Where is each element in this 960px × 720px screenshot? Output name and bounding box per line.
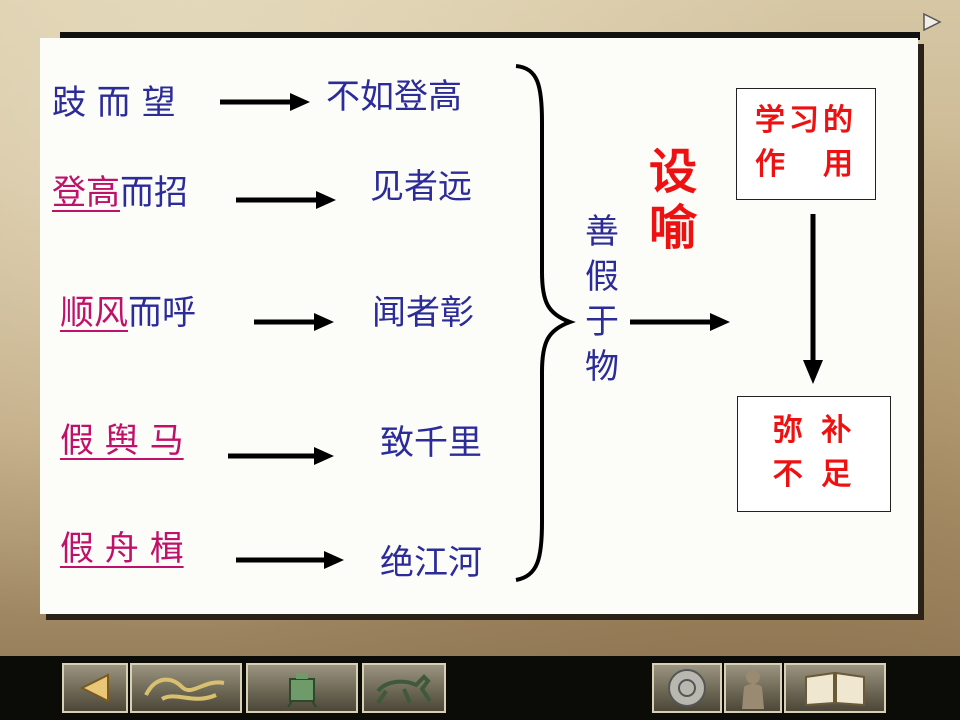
left-item-2-emphasis: 登高	[52, 173, 120, 213]
vessel-button[interactable]	[246, 663, 358, 713]
left-item-4: 假 舆 马	[60, 424, 184, 458]
back-button[interactable]	[62, 663, 128, 713]
left-item-5-emphasis: 假 舟 楫	[60, 529, 184, 569]
book-button[interactable]	[784, 663, 886, 713]
vertical-char-3: 于	[585, 302, 619, 342]
arrow-row-5	[236, 551, 344, 569]
bronze-mirror-icon	[668, 669, 706, 707]
compensate-box: 弥 补 不 足	[737, 396, 891, 512]
arrow-row-4	[228, 447, 334, 465]
purpose-box-line-2: 作 用	[755, 147, 857, 182]
left-item-3: 顺风而呼	[60, 296, 196, 330]
rhetoric-char-2: 喻	[648, 200, 697, 256]
arrow-to-purpose	[630, 313, 730, 331]
right-item-2: 见者远	[370, 167, 472, 207]
back-arrow-icon	[79, 673, 109, 703]
book-icon	[805, 671, 865, 707]
right-item-5: 绝江河	[380, 543, 482, 583]
arrow-down	[803, 214, 823, 384]
warrior-button[interactable]	[724, 663, 782, 713]
dragon-button[interactable]	[130, 663, 242, 713]
rhetoric-char-1: 设	[648, 144, 697, 200]
purpose-box: 学习的 作 用	[736, 88, 876, 200]
compensate-box-line-2: 不 足	[772, 457, 856, 492]
vertical-char-1: 善	[585, 212, 619, 252]
left-item-5: 假 舟 楫	[60, 532, 184, 566]
vertical-label: 善 假 于 物	[580, 210, 624, 390]
left-item-3-text: 而呼	[128, 293, 196, 333]
arrow-row-1	[220, 93, 310, 111]
next-slide-icon[interactable]	[918, 8, 946, 36]
left-item-2: 登高而招	[52, 176, 188, 210]
left-item-2-text: 而招	[120, 173, 188, 213]
terracotta-warrior-icon	[742, 670, 764, 709]
left-item-3-emphasis: 顺风	[60, 293, 128, 333]
left-item-4-emphasis: 假 舆 马	[60, 421, 184, 461]
vertical-char-4: 物	[585, 347, 619, 387]
left-item-1: 跂 而 望	[52, 86, 176, 120]
dragon-icon	[144, 677, 225, 701]
arrow-row-2	[236, 191, 336, 209]
vertical-char-2: 假	[585, 257, 619, 297]
bronze-vessel-icon	[287, 673, 317, 708]
mirror-button[interactable]	[652, 663, 722, 713]
right-item-3: 闻者彰	[372, 293, 474, 333]
galloping-horse-icon	[376, 674, 432, 705]
curly-brace	[515, 64, 576, 582]
panel-top-shadow	[60, 32, 920, 40]
rhetoric-label: 设 喻	[638, 144, 708, 256]
horse-button[interactable]	[362, 663, 446, 713]
arrow-row-3	[254, 313, 334, 331]
compensate-box-line-1: 弥 补	[772, 413, 856, 448]
purpose-box-line-1: 学习的	[755, 103, 857, 138]
right-item-4: 致千里	[380, 423, 482, 463]
left-item-1-text: 跂 而 望	[52, 83, 176, 123]
right-item-1: 不如登高	[326, 77, 462, 117]
